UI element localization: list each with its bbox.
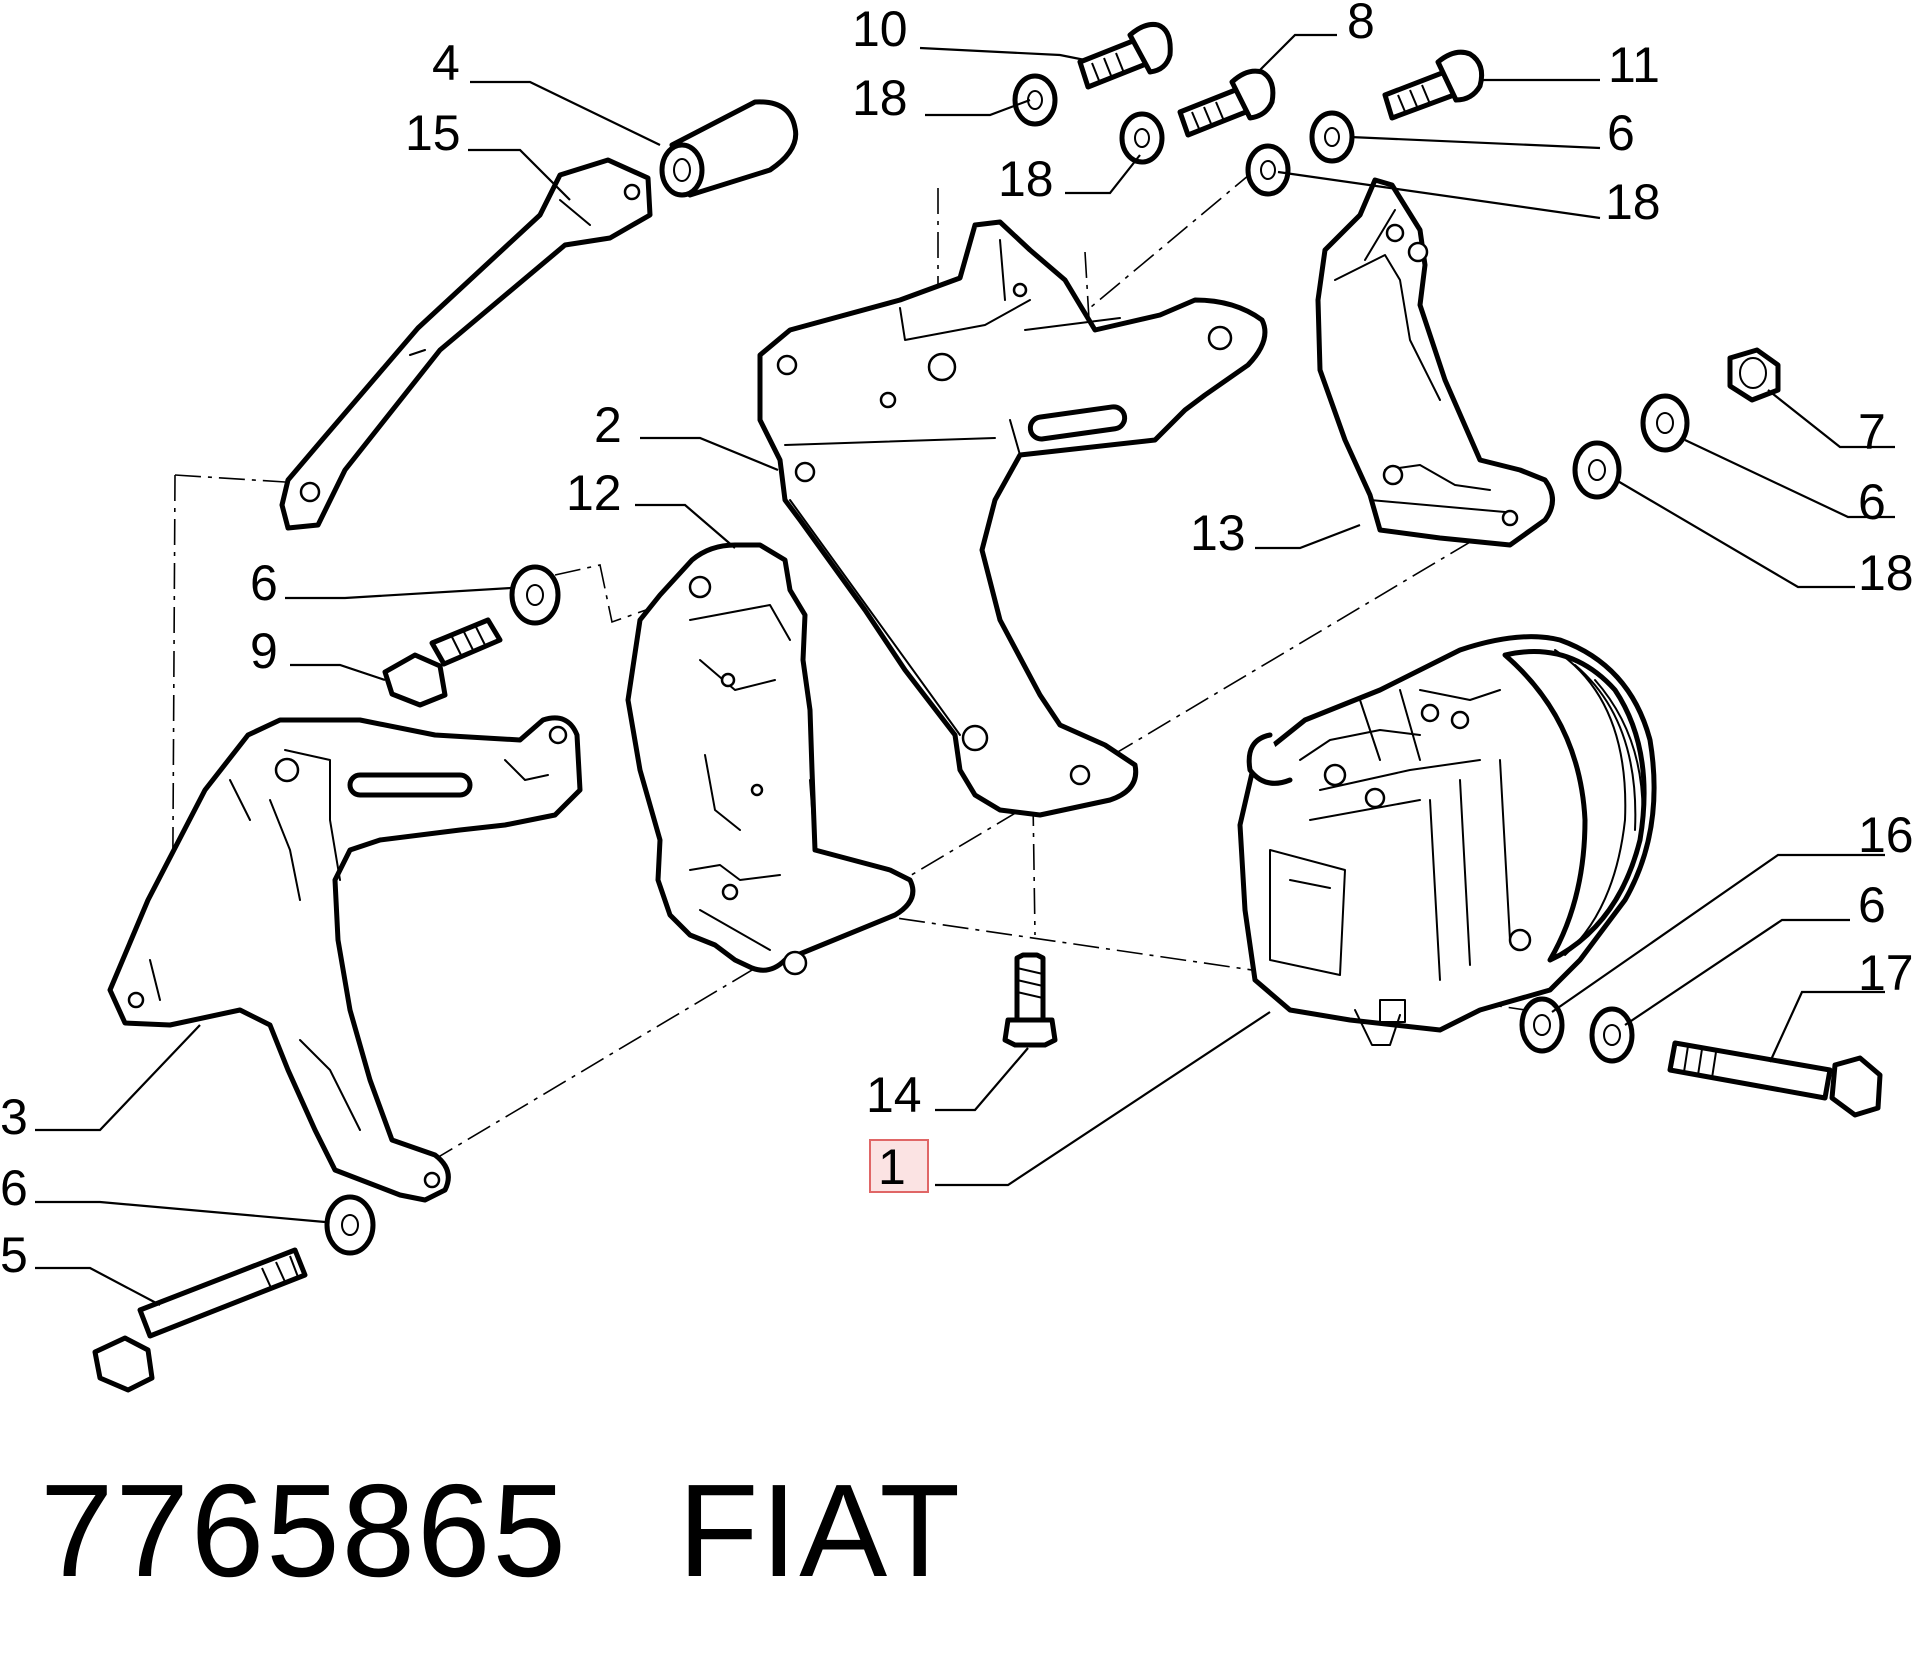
washer-18-right <box>1572 440 1622 500</box>
long-bolt-17 <box>1667 1040 1883 1118</box>
bolt-9 <box>382 617 503 708</box>
callout-6-top[interactable]: 6 <box>1607 105 1635 161</box>
bolt-10 <box>1077 22 1173 90</box>
callout-6-right[interactable]: 6 <box>1858 474 1886 530</box>
washer-6-lower-right <box>1589 1006 1635 1064</box>
washer-6-left <box>509 564 561 626</box>
callout-15[interactable]: 15 <box>405 105 461 161</box>
callout-labels: 1 2 3 4 5 6 6 6 6 6 7 8 9 10 11 12 13 14… <box>0 0 1914 1283</box>
bolt-14 <box>1002 952 1058 1048</box>
spacer-sleeve-4 <box>659 99 799 198</box>
main-bracket-2 <box>757 219 1268 818</box>
callout-6-left[interactable]: 6 <box>250 555 278 611</box>
washer-18-top <box>1012 73 1058 127</box>
washer-18-mid-a <box>1119 111 1165 165</box>
callout-18-mid[interactable]: 18 <box>998 151 1054 207</box>
washer-16 <box>1519 996 1565 1054</box>
callout-5[interactable]: 5 <box>0 1227 28 1283</box>
nut-7 <box>1727 347 1781 403</box>
leader-lines <box>35 33 1895 1306</box>
callout-6-bottom-left[interactable]: 6 <box>0 1160 28 1216</box>
callout-1[interactable]: 1 <box>878 1139 906 1195</box>
callout-18-right[interactable]: 18 <box>1858 545 1914 601</box>
washers <box>324 73 1690 1256</box>
callout-1-highlight <box>869 1139 929 1193</box>
callout-10[interactable]: 10 <box>852 1 908 57</box>
callout-18-top[interactable]: 18 <box>852 70 908 126</box>
right-bracket-13 <box>1315 177 1555 548</box>
washer-6-right <box>1640 393 1690 453</box>
bolt-8 <box>1177 68 1276 138</box>
callout-7[interactable]: 7 <box>1858 404 1886 460</box>
tie-rod-15 <box>279 157 653 531</box>
brand-name: FIAT <box>677 1457 963 1604</box>
callout-13[interactable]: 13 <box>1190 505 1246 561</box>
ac-compressor-1 <box>1237 634 1657 1046</box>
callout-2[interactable]: 2 <box>594 397 622 453</box>
callout-11[interactable]: 11 <box>1608 37 1660 93</box>
callout-8[interactable]: 8 <box>1347 0 1375 49</box>
callout-14[interactable]: 14 <box>866 1067 922 1123</box>
callout-3[interactable]: 3 <box>0 1089 28 1145</box>
callout-12[interactable]: 12 <box>566 465 622 521</box>
washer-6-top <box>1309 110 1355 164</box>
callout-18-upper-right[interactable]: 18 <box>1605 174 1661 230</box>
left-bracket-3 <box>107 715 583 1203</box>
washer-18-mid-b <box>1245 143 1291 197</box>
callout-4[interactable]: 4 <box>432 35 460 91</box>
washer-6-bottom <box>324 1194 376 1256</box>
long-bolt-5 <box>92 1247 308 1393</box>
part-number: 7765865 <box>40 1457 568 1604</box>
callout-6-lower-right[interactable]: 6 <box>1858 877 1886 933</box>
callout-16[interactable]: 16 <box>1858 807 1914 863</box>
callout-9[interactable]: 9 <box>250 623 278 679</box>
bolt-11 <box>1382 49 1485 121</box>
part-caption: 7765865 FIAT <box>40 1455 962 1606</box>
callout-17[interactable]: 17 <box>1858 945 1914 1001</box>
